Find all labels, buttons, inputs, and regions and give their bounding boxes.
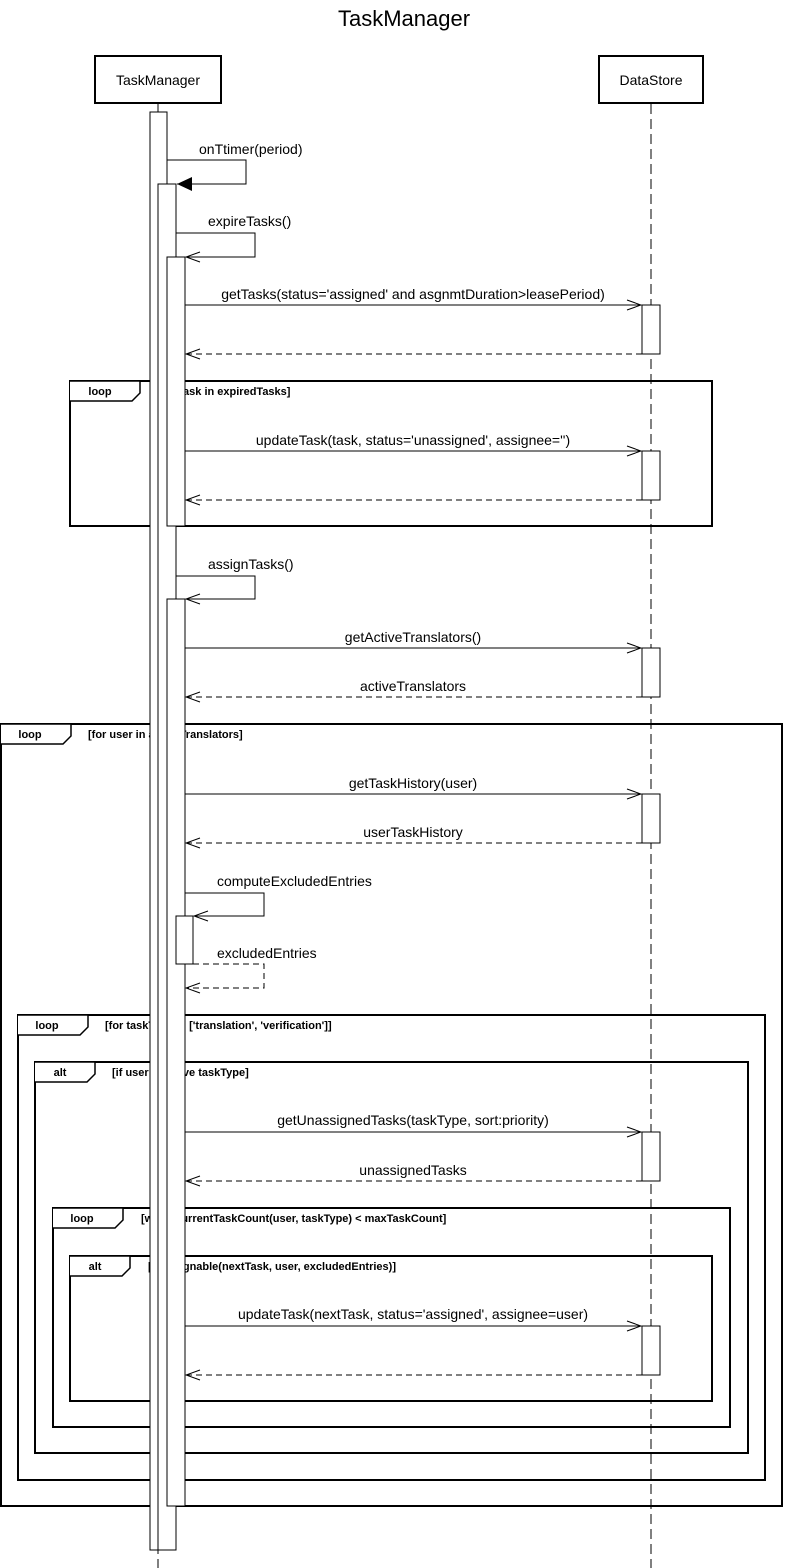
fragment-tag: alt (54, 1067, 67, 1079)
activation-bar-datastore (641, 793, 661, 844)
activation-bar-datastore (641, 1131, 661, 1182)
participant-datastore[interactable]: DataStore (598, 55, 704, 104)
return-unassigned-tasks: unassignedTasks (186, 1162, 642, 1181)
fragment-tag: loop (70, 1213, 93, 1225)
svg-text:userTaskHistory: userTaskHistory (363, 824, 463, 840)
svg-text:excludedEntries: excludedEntries (217, 945, 317, 961)
fragment-alt-assignable: alt [if assignable(nextTask, user, exclu… (69, 1255, 713, 1402)
svg-text:activeTranslators: activeTranslators (360, 678, 466, 694)
svg-text:getTasks(status='assigned' and: getTasks(status='assigned' and asgnmtDur… (221, 286, 605, 302)
fragment-loop-while: loop [while currentTaskCount(user, taskT… (52, 1207, 731, 1428)
message-get-tasks: getTasks(status='assigned' and asgnmtDur… (185, 286, 641, 305)
participant-taskmanager-label: TaskManager (116, 72, 200, 88)
fragment-tag: alt (89, 1261, 102, 1273)
activation-bar-datastore (641, 450, 661, 501)
svg-text:getActiveTranslators(): getActiveTranslators() (345, 629, 481, 645)
svg-text:onTtimer(period): onTtimer(period) (199, 141, 302, 157)
svg-text:updateTask(nextTask, status='a: updateTask(nextTask, status='assigned', … (238, 1306, 588, 1322)
fragment-condition: [for task in expiredTasks] (158, 386, 291, 398)
message-get-active-translators: getActiveTranslators() (185, 629, 641, 648)
activation-bar-assigntasks (166, 598, 186, 1507)
message-compute-excluded-entries: computeExcludedEntries (185, 873, 372, 916)
fragment-loop-tasktype: loop [for taskType in ['translation', 'v… (17, 1014, 766, 1481)
svg-text:getUnassignedTasks(taskType, s: getUnassignedTasks(taskType, sort:priori… (277, 1112, 549, 1128)
fragment-condition: [for taskType in ['translation', 'verifi… (105, 1020, 332, 1032)
svg-text:unassignedTasks: unassignedTasks (359, 1162, 466, 1178)
return-excluded-entries: excludedEntries (186, 945, 317, 988)
message-on-timer: onTtimer(period) (167, 141, 302, 191)
fragment-tag: loop (35, 1020, 58, 1032)
svg-text:computeExcludedEntries: computeExcludedEntries (217, 873, 372, 889)
svg-text:updateTask(task, status='unass: updateTask(task, status='unassigned', as… (256, 432, 570, 448)
participant-taskmanager[interactable]: TaskManager (94, 55, 222, 104)
message-get-unassigned-tasks: getUnassignedTasks(taskType, sort:priori… (185, 1112, 641, 1132)
message-update-task-unassign: updateTask(task, status='unassigned', as… (185, 432, 641, 451)
message-update-task-assign: updateTask(nextTask, status='assigned', … (185, 1306, 641, 1326)
message-expire-tasks: expireTasks() (176, 213, 291, 257)
return-user-task-history: userTaskHistory (186, 824, 642, 843)
fragment-loop-expired-tasks: loop [for task in expiredTasks] (69, 380, 713, 527)
activation-bar-compute (175, 915, 194, 965)
message-get-task-history: getTaskHistory(user) (185, 775, 641, 794)
activation-bar-datastore (641, 647, 661, 698)
svg-text:assignTasks(): assignTasks() (208, 556, 294, 572)
activation-bar-datastore (641, 304, 661, 355)
fragment-condition: [while currentTaskCount(user, taskType) … (141, 1213, 447, 1225)
fragment-tag: loop (18, 729, 41, 741)
activation-bar-datastore (641, 1325, 661, 1376)
svg-text:expireTasks(): expireTasks() (208, 213, 291, 229)
fragment-tag: loop (88, 386, 111, 398)
return-active-translators: activeTranslators (186, 678, 642, 697)
participant-datastore-label: DataStore (619, 72, 682, 88)
diagram-title: TaskManager (338, 6, 470, 31)
activation-bar-expiretasks (166, 256, 186, 527)
svg-text:getTaskHistory(user): getTaskHistory(user) (349, 775, 477, 791)
fragment-condition: [if assignable(nextTask, user, excludedE… (148, 1261, 396, 1273)
message-assign-tasks: assignTasks() (176, 556, 294, 599)
